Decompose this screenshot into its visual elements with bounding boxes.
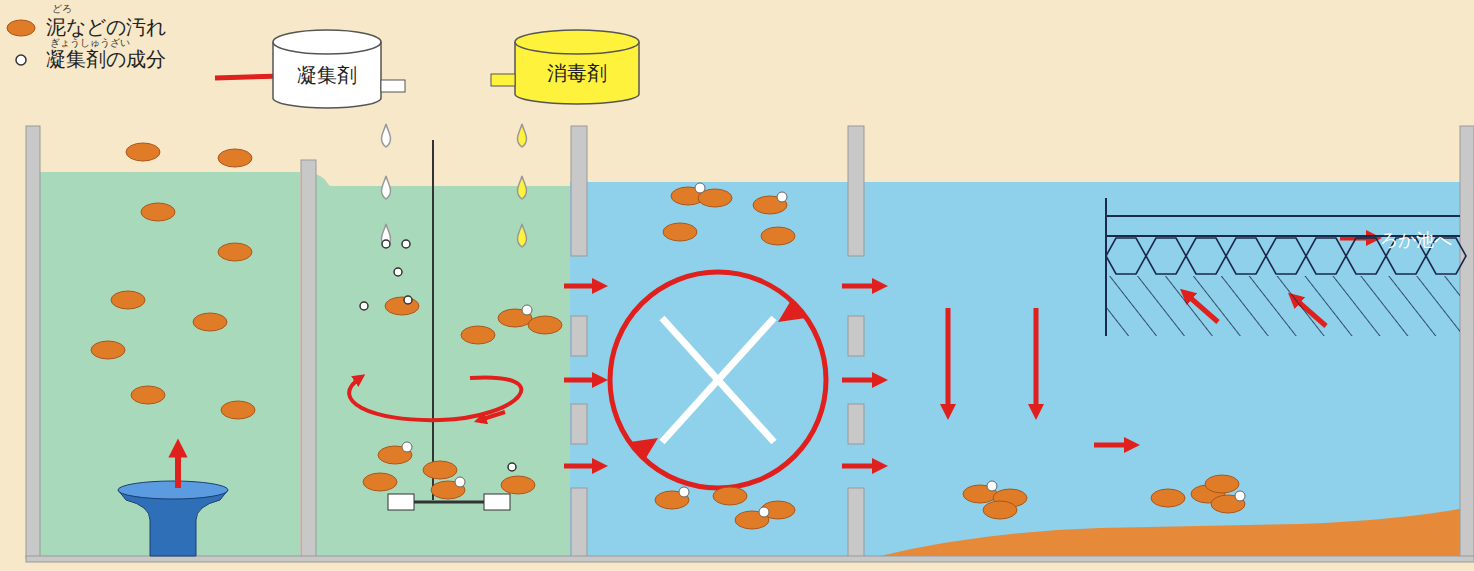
flow-arrows	[215, 76, 1374, 466]
sludge-layer	[880, 508, 1465, 556]
legend-entry: 凝集剤の成分	[6, 46, 166, 73]
legend-entry: 泥などの汚れ	[6, 14, 166, 41]
legend-symbol	[6, 49, 36, 71]
legend-text: 凝集剤の成分	[46, 46, 166, 73]
tank-label: 凝集剤	[297, 62, 357, 89]
legend-text: 泥などの汚れ	[46, 14, 166, 41]
settling-water	[570, 182, 1465, 556]
inclined-plate-settler	[1106, 198, 1466, 336]
stirrer	[349, 140, 521, 510]
coagulant-tank: 凝集剤	[272, 42, 382, 108]
ruby-text: どろ	[52, 2, 72, 16]
ruby-text: ぎょうしゅうざい	[50, 36, 130, 50]
mixing-water	[300, 172, 570, 556]
legend-swatch	[6, 17, 36, 39]
flocculator	[610, 272, 826, 488]
tank-label: 消毒剤	[547, 60, 607, 87]
destination-label: ろか池へ	[1380, 228, 1452, 252]
intake-water	[40, 172, 300, 556]
disinfectant-tank: 消毒剤	[514, 42, 640, 104]
tank-walls	[26, 126, 1474, 562]
